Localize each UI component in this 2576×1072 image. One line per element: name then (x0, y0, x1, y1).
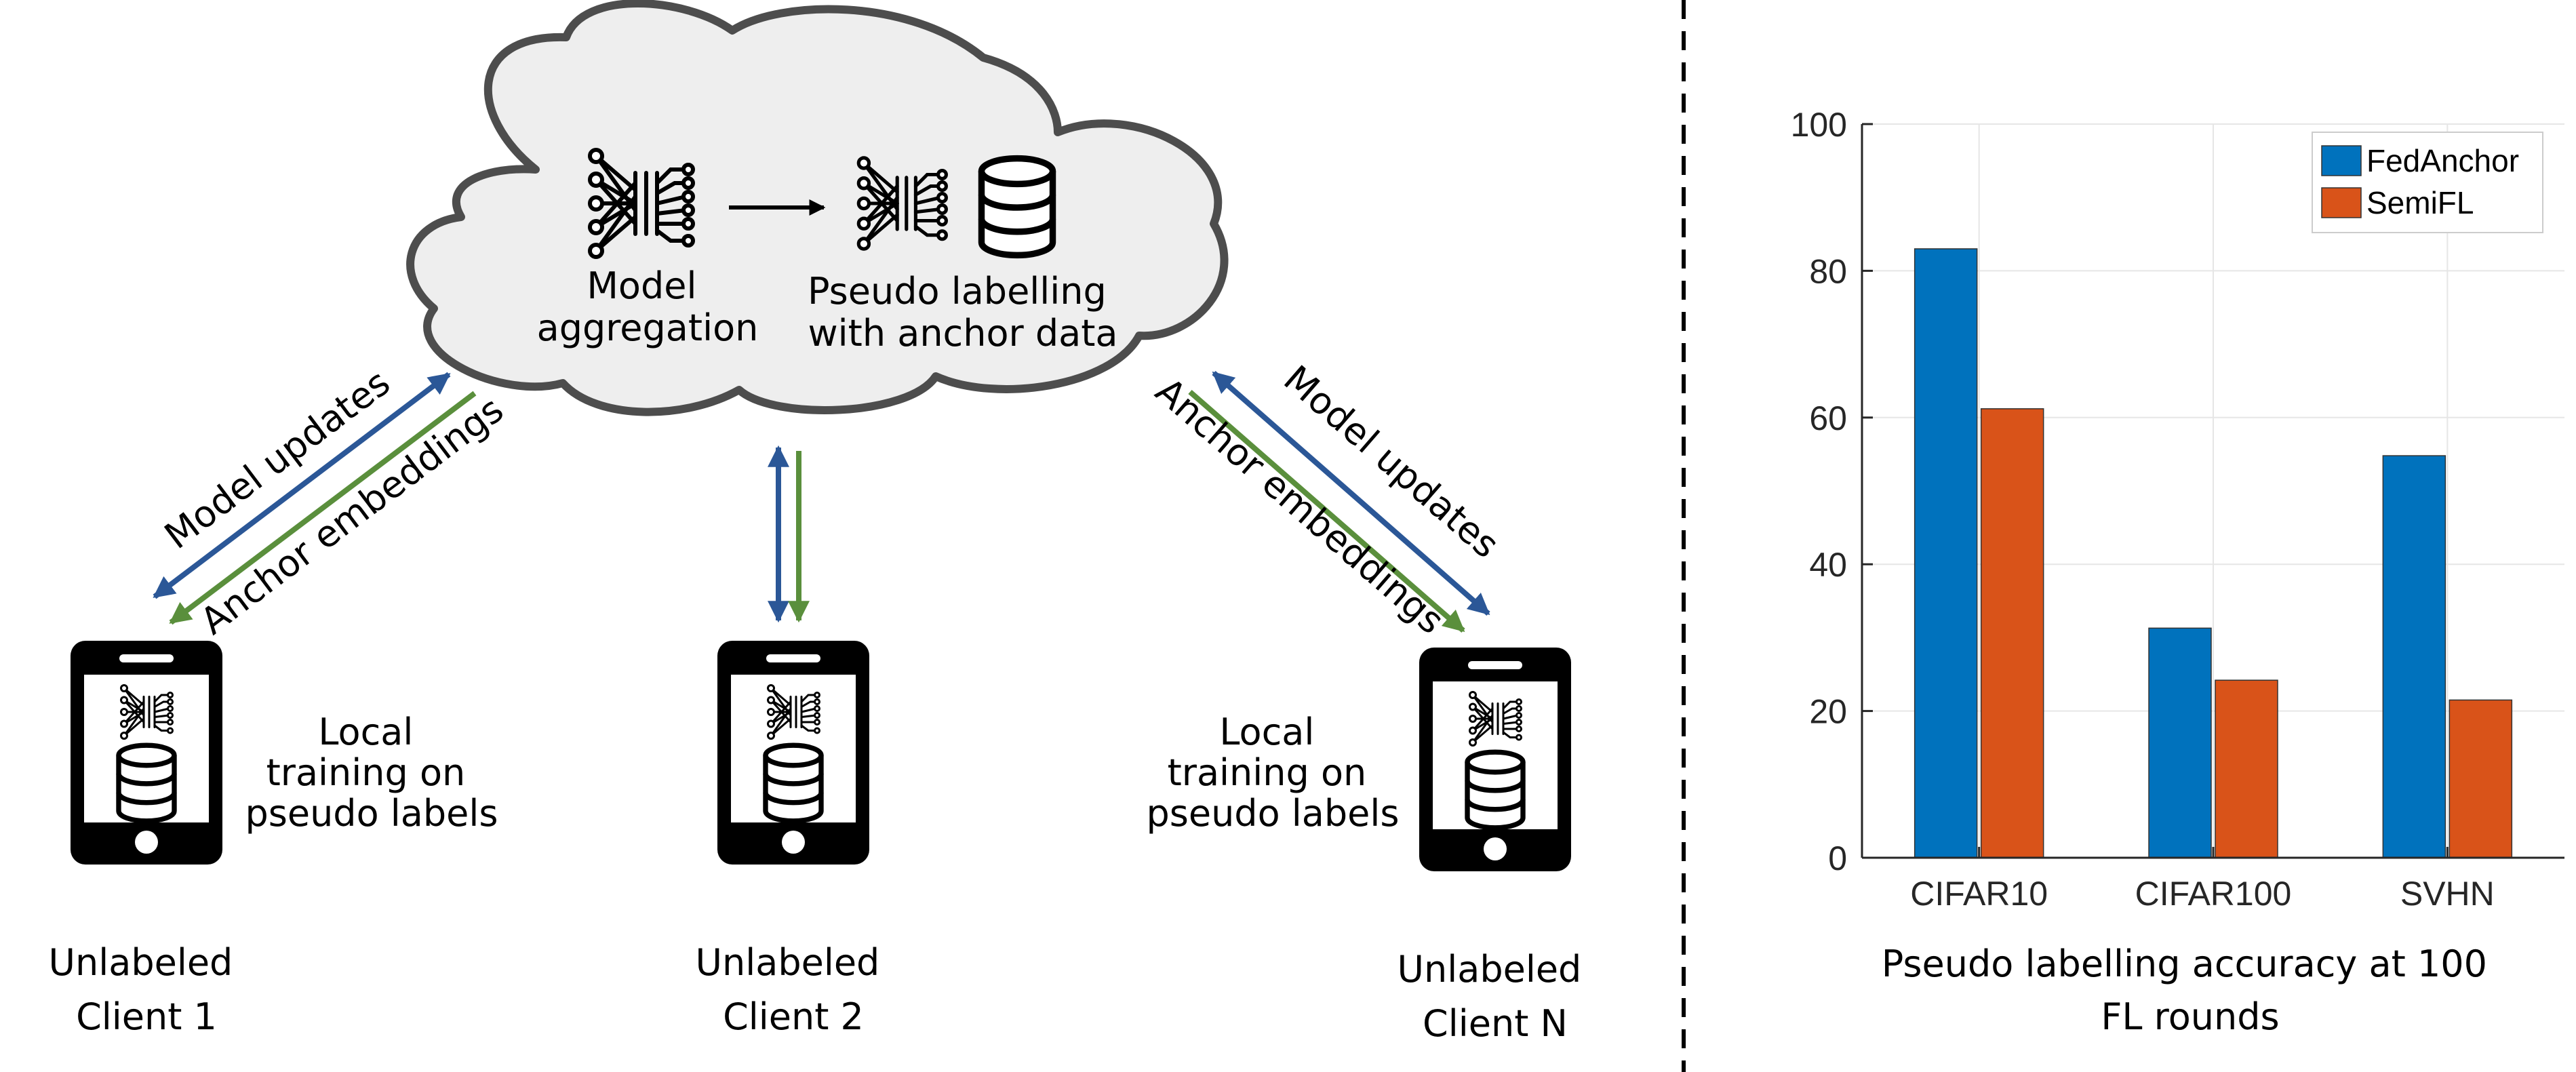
bar-fedanchor-svhn (2382, 455, 2446, 858)
chart-caption: Pseudo labelling accuracy at 100 FL roun… (1882, 942, 2499, 1038)
x-tick-label: CIFAR10 (1910, 875, 2048, 913)
anchor-embeddings-arrow (169, 391, 477, 625)
y-tick-label: 80 (1809, 252, 1847, 290)
local-training-label: Local training on pseudo labels (1146, 711, 1399, 835)
client-label: Unlabeled Client 1 (48, 941, 244, 1038)
client-2: Unlabeled Client 2 (695, 641, 891, 1038)
y-tick-label: 60 (1809, 399, 1847, 437)
bar-semifl-cifar10 (1980, 408, 2044, 858)
bar-fedanchor-cifar100 (2148, 627, 2212, 858)
y-tick-label: 0 (1828, 839, 1847, 877)
link-client-1: Model updates Anchor embeddings (153, 361, 511, 643)
x-tick-label: CIFAR100 (2135, 875, 2292, 913)
pseudo-labelling-label: Pseudo labelling with anchor data (808, 270, 1118, 355)
y-tick-label: 100 (1791, 106, 1847, 144)
cloud-server: Model aggregation Pseudo labelling with … (406, 0, 1229, 416)
link-client-2 (768, 445, 810, 623)
database-icon (982, 159, 1053, 256)
client-label: Unlabeled Client N (1397, 948, 1593, 1045)
legend-swatch (2321, 187, 2362, 218)
model-updates-arrow (153, 372, 451, 599)
client-n: Unlabeled Client N Local training on pse… (1146, 648, 1593, 1045)
bar-fedanchor-cifar10 (1914, 248, 1978, 858)
chart-bars (1914, 248, 2513, 858)
y-tick-label: 20 (1809, 693, 1847, 731)
model-updates-arrow (1212, 370, 1490, 616)
y-tick-label: 40 (1809, 546, 1847, 584)
phone-icon (1419, 648, 1571, 871)
legend-label: SemiFL (2366, 185, 2474, 220)
chart-axes (1861, 123, 2564, 859)
legend-swatch (2321, 145, 2362, 176)
link-client-n: Model updates Anchor embeddings (1147, 357, 1507, 642)
client-1: Unlabeled Client 1 Local training on pse… (48, 641, 498, 1038)
aggregation-label: Model aggregation (537, 264, 759, 349)
local-training-label: Local training on pseudo labels (245, 711, 498, 835)
legend-label: FedAnchor (2366, 143, 2519, 178)
x-tick-label: SVHN (2400, 875, 2495, 913)
client-label: Unlabeled Client 2 (695, 941, 891, 1038)
phone-icon (717, 641, 869, 865)
phone-icon (71, 641, 222, 865)
anchor-embeddings-arrow (1188, 389, 1465, 633)
bar-semifl-cifar100 (2215, 679, 2278, 858)
bar-semifl-svhn (2449, 699, 2513, 858)
